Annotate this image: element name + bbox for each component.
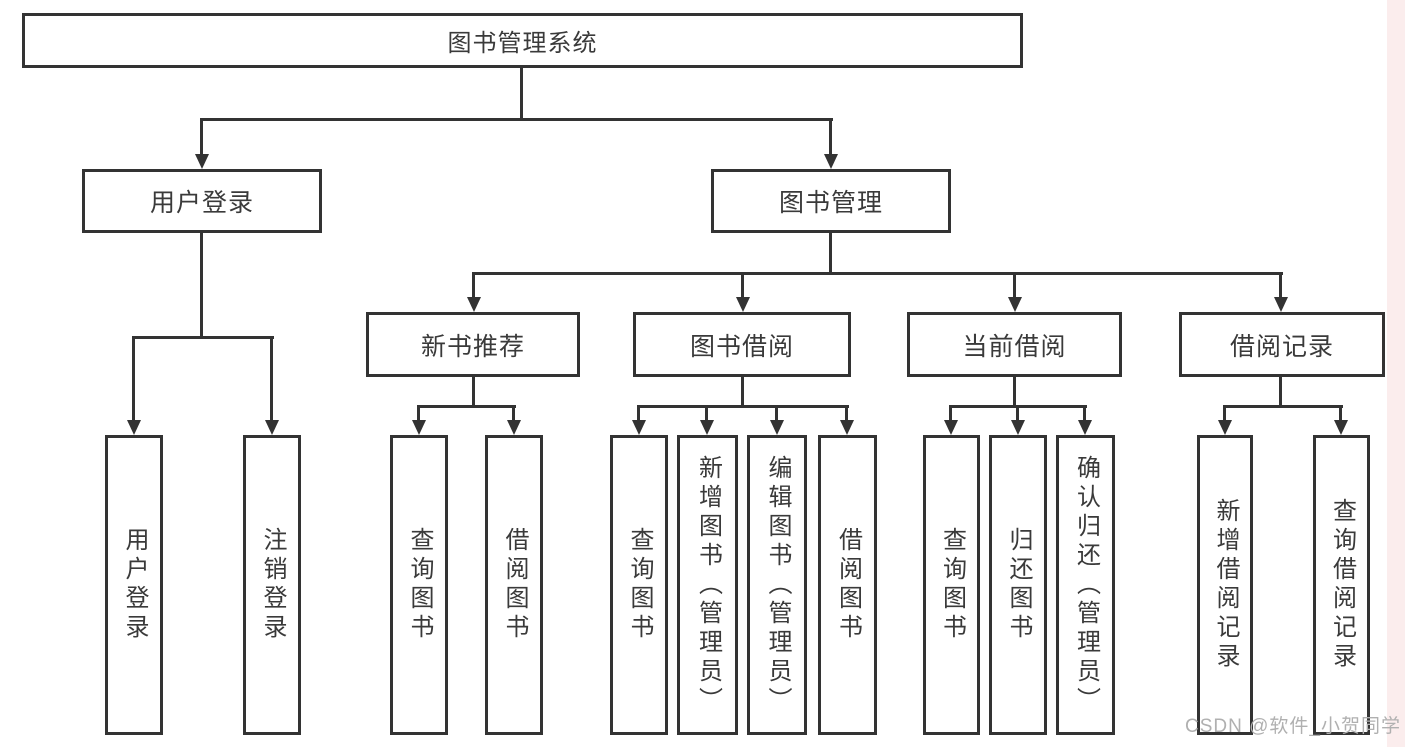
- leaf-query-book-2-label: 查询图书: [626, 527, 653, 643]
- connector-line: [1279, 272, 1282, 299]
- arrowhead-down-icon: [840, 420, 854, 435]
- leaf-return-book: 归还图书: [989, 435, 1047, 735]
- leaf-logout-login: 注销登录: [243, 435, 301, 735]
- node-library-system: 图书管理系统: [22, 13, 1023, 68]
- connector-line: [200, 233, 203, 338]
- connector-line: [512, 405, 515, 422]
- node-user-login-label: 用户登录: [149, 189, 254, 217]
- leaf-return-book-label: 归还图书: [1005, 527, 1032, 643]
- connector-line: [200, 118, 203, 156]
- arrowhead-down-icon: [1334, 420, 1348, 435]
- connector-line: [845, 405, 848, 422]
- leaf-query-book-3-label: 查询图书: [938, 527, 966, 643]
- node-book-management-label: 图书管理: [778, 189, 883, 217]
- arrowhead-down-icon: [632, 420, 646, 435]
- leaf-borrow-book-2-label: 借阅图书: [834, 527, 862, 643]
- node-borrow-records-label: 借阅记录: [1229, 332, 1334, 361]
- connector-line: [829, 118, 832, 156]
- connector-line: [472, 377, 475, 407]
- leaf-add-book-admin-label: 新增图书（管理员）: [694, 454, 722, 716]
- connector-line: [1223, 405, 1226, 422]
- node-current-borrow-label: 当前借阅: [962, 332, 1067, 361]
- connector-line: [1223, 405, 1343, 408]
- arrowhead-down-icon: [944, 420, 958, 435]
- connector-line: [1279, 377, 1282, 407]
- leaf-logout-login-label: 注销登录: [259, 527, 286, 643]
- arrowhead-down-icon: [467, 297, 481, 312]
- arrowhead-down-icon: [507, 420, 521, 435]
- arrowhead-down-icon: [1008, 297, 1022, 312]
- leaf-add-borrow-record: 新增借阅记录: [1197, 435, 1253, 735]
- leaf-query-book-2: 查询图书: [610, 435, 668, 735]
- connector-line: [270, 336, 273, 422]
- arrowhead-down-icon: [1218, 420, 1232, 435]
- arrowhead-down-icon: [412, 420, 426, 435]
- connector-line: [1339, 405, 1342, 422]
- connector-line: [201, 118, 833, 121]
- connector-line: [949, 405, 952, 422]
- leaf-query-book-3: 查询图书: [923, 435, 980, 735]
- connector-line: [132, 336, 274, 339]
- leaf-user-login-label: 用户登录: [121, 527, 148, 643]
- leaf-query-borrow-record-label: 查询借阅记录: [1328, 498, 1356, 672]
- arrowhead-down-icon: [736, 297, 750, 312]
- node-borrow-records: 借阅记录: [1179, 312, 1385, 377]
- leaf-edit-book-admin: 编辑图书（管理员）: [747, 435, 807, 735]
- leaf-confirm-return-admin-label: 确认归还（管理员）: [1072, 454, 1100, 716]
- arrowhead-down-icon: [770, 420, 784, 435]
- leaf-borrow-book-1-label: 借阅图书: [501, 527, 528, 643]
- connector-line: [417, 405, 420, 422]
- connector-line: [1083, 405, 1086, 422]
- connector-line: [1013, 272, 1016, 299]
- arrowhead-down-icon: [824, 154, 838, 169]
- arrowhead-down-icon: [700, 420, 714, 435]
- leaf-query-borrow-record: 查询借阅记录: [1313, 435, 1370, 735]
- arrowhead-down-icon: [265, 420, 279, 435]
- connector-line: [1013, 377, 1016, 407]
- connector-line: [417, 405, 516, 408]
- arrowhead-down-icon: [195, 154, 209, 169]
- leaf-query-book-1-label: 查询图书: [406, 527, 433, 643]
- node-user-login: 用户登录: [82, 169, 322, 233]
- node-current-borrow: 当前借阅: [907, 312, 1122, 377]
- leaf-add-borrow-record-label: 新增借阅记录: [1212, 498, 1239, 672]
- csdn-watermark: CSDN @软件_小贺同学: [1185, 716, 1401, 737]
- leaf-borrow-book-1: 借阅图书: [485, 435, 543, 735]
- arrowhead-down-icon: [1011, 420, 1025, 435]
- arrowhead-down-icon: [1274, 297, 1288, 312]
- connector-line: [741, 377, 744, 407]
- node-book-borrow-label: 图书借阅: [689, 332, 794, 361]
- connector-line: [829, 233, 832, 274]
- connector-line: [637, 405, 849, 408]
- leaf-confirm-return-admin: 确认归还（管理员）: [1056, 435, 1115, 735]
- node-new-book-recommend: 新书推荐: [366, 312, 580, 377]
- leaf-edit-book-admin-label: 编辑图书（管理员）: [764, 454, 791, 716]
- connector-line: [637, 405, 640, 422]
- connector-line: [132, 336, 135, 422]
- connector-line: [1016, 405, 1019, 422]
- leaf-query-book-1: 查询图书: [390, 435, 448, 735]
- leaf-borrow-book-2: 借阅图书: [818, 435, 877, 735]
- connector-line: [472, 272, 1283, 275]
- connector-line: [520, 68, 523, 120]
- right-edge-tint: [1387, 0, 1405, 747]
- node-book-management: 图书管理: [711, 169, 951, 233]
- arrowhead-down-icon: [127, 420, 141, 435]
- node-library-system-label: 图书管理系统: [447, 30, 598, 57]
- node-book-borrow: 图书借阅: [633, 312, 851, 377]
- node-new-book-recommend-label: 新书推荐: [420, 332, 525, 361]
- connector-line: [741, 272, 744, 299]
- leaf-add-book-admin: 新增图书（管理员）: [677, 435, 738, 735]
- connector-line: [775, 405, 778, 422]
- connector-line: [705, 405, 708, 422]
- arrowhead-down-icon: [1078, 420, 1092, 435]
- connector-line: [472, 272, 475, 299]
- leaf-user-login: 用户登录: [105, 435, 163, 735]
